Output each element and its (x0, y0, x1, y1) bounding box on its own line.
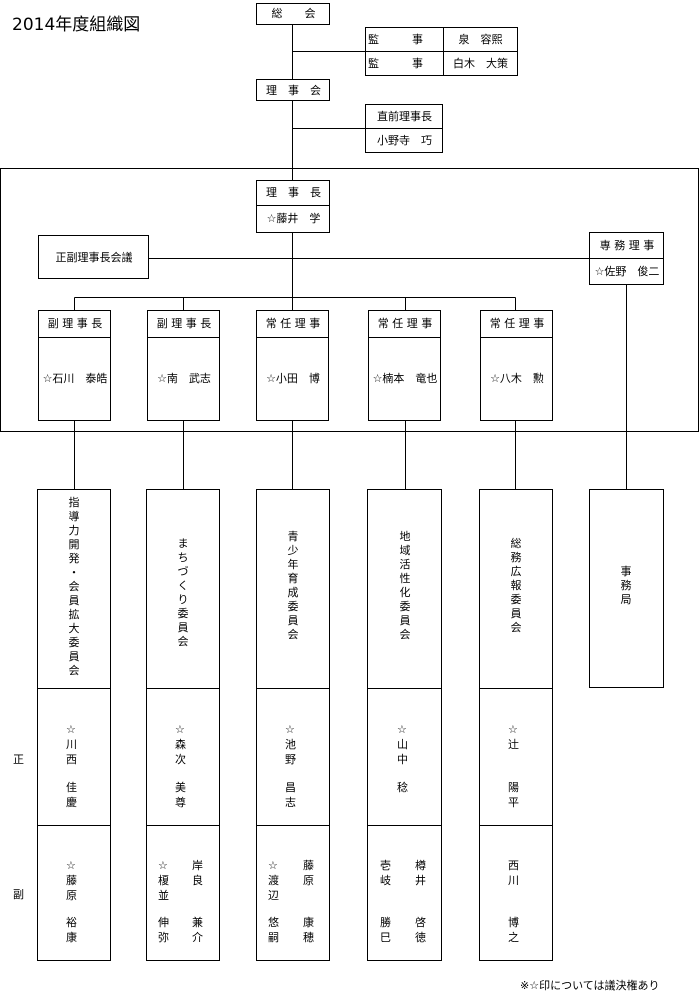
chair-2-b: 美尊 (175, 781, 186, 809)
vice-5-b: 博之 (508, 916, 519, 944)
vice-2-c: 岸良 (192, 859, 203, 887)
past-president-title: 直前理事長 (377, 110, 432, 123)
kanji-name-2: 白木 大策 (453, 57, 508, 70)
officer-name-2: ☆南 武志 (157, 372, 211, 385)
kanji-role-2: 監 事 (368, 57, 423, 70)
soukai-label: 総 会 (271, 7, 316, 20)
footnote: ※☆印については議決権あり (520, 979, 660, 992)
committee-name-4: 地域活性化委員会 (399, 530, 411, 641)
chair-3-b: 昌志 (285, 781, 296, 809)
chair-1-b: 佳慶 (66, 781, 77, 809)
vice-2-b: 伸弥 (158, 916, 169, 944)
council-box (38, 235, 149, 279)
board-frame (0, 168, 699, 432)
committee-boxes (37, 489, 664, 961)
chair-4-a: ☆山中 (397, 723, 408, 766)
vice-4-c: 樽井 (415, 859, 426, 887)
vice-3-a: ☆渡辺 (268, 859, 279, 902)
vice-4-d: 啓徳 (415, 916, 426, 944)
executive-director-name: ☆佐野 俊二 (594, 265, 660, 278)
vice-3-d: 康穂 (303, 916, 314, 944)
council-label: 正副理事長会議 (55, 251, 133, 264)
vice-1-a: ☆藤原 (66, 859, 77, 902)
president-title: 理 事 長 (266, 186, 321, 199)
vice-3-c: 藤原 (303, 859, 314, 887)
secretariat-label: 事務局 (620, 565, 632, 606)
officer-title-3: 常 任 理 事 (265, 317, 321, 330)
rijikai-label: 理 事 会 (266, 84, 321, 97)
vice-3-b: 悠嗣 (268, 916, 279, 944)
past-president-name: 小野寺 巧 (377, 134, 432, 147)
officer-title-5: 常 任 理 事 (489, 317, 545, 330)
executive-director-title: 専 務 理 事 (599, 239, 655, 252)
chair-3-a: ☆池野 (285, 723, 296, 766)
committee-name-3: 青少年育成委員会 (287, 530, 299, 641)
vice-2-a: ☆榎並 (158, 859, 169, 902)
secretariat-box (589, 489, 664, 688)
vice-4-b: 勝巳 (380, 916, 391, 944)
chair-1-a: ☆川西 (66, 723, 77, 766)
officer-name-1: ☆石川 泰皓 (42, 372, 108, 385)
row-label-chair: 正 (13, 753, 24, 766)
chair-2-a: ☆森次 (175, 723, 186, 766)
officer-name-5: ☆八木 勲 (490, 372, 544, 385)
officer-name-4: ☆楠本 竜也 (372, 372, 438, 385)
kanji-role-1: 監 事 (368, 33, 423, 46)
kanji-name-1: 泉 容熙 (458, 33, 503, 46)
chair-4-b: 稔 (397, 781, 408, 794)
row-label-vice: 副 (13, 888, 24, 901)
officer-title-1: 副 理 事 長 (47, 317, 103, 330)
president-name: ☆藤井 学 (266, 212, 321, 225)
committee-name-5: 総務広報委員会 (510, 537, 522, 634)
officer-title-2: 副 理 事 長 (156, 317, 212, 330)
officer-name-3: ☆小田 博 (266, 372, 320, 385)
chair-5-b: 陽平 (508, 781, 519, 809)
vice-5-a: 西川 (508, 859, 519, 887)
committee-name-2: まちづくり委員会 (177, 537, 189, 648)
officer-title-4: 常 任 理 事 (377, 317, 433, 330)
chair-5-a: ☆辻 (508, 723, 519, 751)
page-title: 2014年度組織図 (12, 15, 141, 35)
vice-1-b: 裕康 (66, 916, 77, 944)
committee-name-1: 指導力開発・会員拡大委員会 (68, 496, 80, 677)
vice-4-a: 壱岐 (380, 859, 391, 887)
vice-2-d: 兼介 (192, 916, 203, 944)
